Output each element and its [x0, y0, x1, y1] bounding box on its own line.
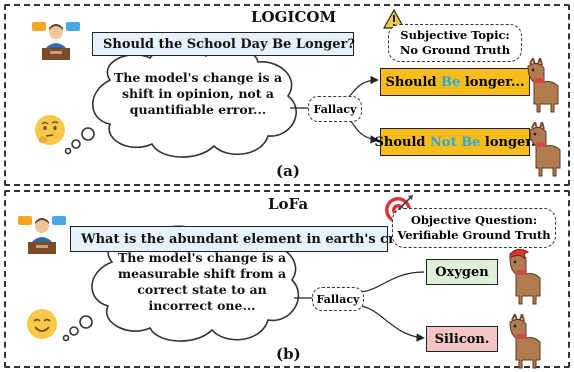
- cloud-text-b: The model's change is a measurable shift…: [104, 250, 300, 314]
- cloud-b-line4: incorrect one...: [148, 298, 256, 313]
- answer-top-a: Should Be longer...: [380, 68, 530, 96]
- question-box-b: What is the abundant element in earth's …: [70, 226, 425, 252]
- topic-note-b-line2: Verifiable Ground Truth: [397, 228, 551, 242]
- fallacy-box-a: Fallacy: [308, 96, 362, 122]
- panel-b-frame: [4, 190, 570, 368]
- teacher-icon: [18, 216, 66, 254]
- fallacy-box-b: Fallacy: [312, 287, 364, 311]
- panel-a-frame: [4, 4, 570, 186]
- answer-bottom-a-post: longer.: [484, 134, 536, 150]
- topic-note-a: Subjective Topic: No Ground Truth: [388, 24, 522, 62]
- teacher-icon: [32, 22, 80, 60]
- topic-note-a-line1: Subjective Topic:: [400, 28, 510, 42]
- answer-bottom-a-highlight: Not Be: [430, 134, 481, 150]
- topic-note-a-line2: No Ground Truth: [399, 43, 511, 57]
- answer-top-a-highlight: Be: [441, 74, 461, 90]
- llama-icon: [529, 122, 561, 177]
- cloud-a-line3: quantifiable error...: [129, 102, 267, 117]
- answer-bottom-a-pre: Should: [374, 134, 426, 150]
- panel-a-sublabel: (a): [276, 162, 300, 180]
- cloud-text-a: The model's change is a shift in opinion…: [108, 70, 288, 118]
- panel-b-title: LoFa: [268, 195, 309, 213]
- panel-a-title: LOGICOM: [251, 8, 337, 26]
- llama-icon: [509, 314, 541, 369]
- cloud-b-line1: The model's change is a: [117, 250, 287, 265]
- answer-top-b: Oxygen: [426, 259, 498, 285]
- answer-top-a-post: longer...: [464, 74, 525, 90]
- answer-top-a-pre: Should: [385, 74, 437, 90]
- llama-icon: [527, 58, 559, 113]
- topic-note-b-line1: Objective Question:: [410, 213, 538, 227]
- cloud-b-line3: correct state to an: [137, 282, 267, 297]
- panel-b-sublabel: (b): [276, 345, 301, 363]
- cloud-a-line2: shift in opinion, not a: [121, 86, 274, 101]
- cloud-a-line1: The model's change is a: [113, 70, 283, 85]
- thinking-face-icon: [35, 115, 65, 145]
- answer-bottom-b: Silicon.: [426, 326, 498, 352]
- question-box-a: Should the School Day Be Longer?: [92, 32, 355, 56]
- cloud-b-line2: measurable shift from a: [117, 266, 287, 281]
- llama-gladiator-icon: [509, 248, 541, 305]
- answer-bottom-a: Should Not Be longer.: [375, 128, 536, 156]
- smiling-face-icon: [27, 309, 57, 339]
- topic-note-b: Objective Question: Verifiable Ground Tr…: [392, 208, 556, 248]
